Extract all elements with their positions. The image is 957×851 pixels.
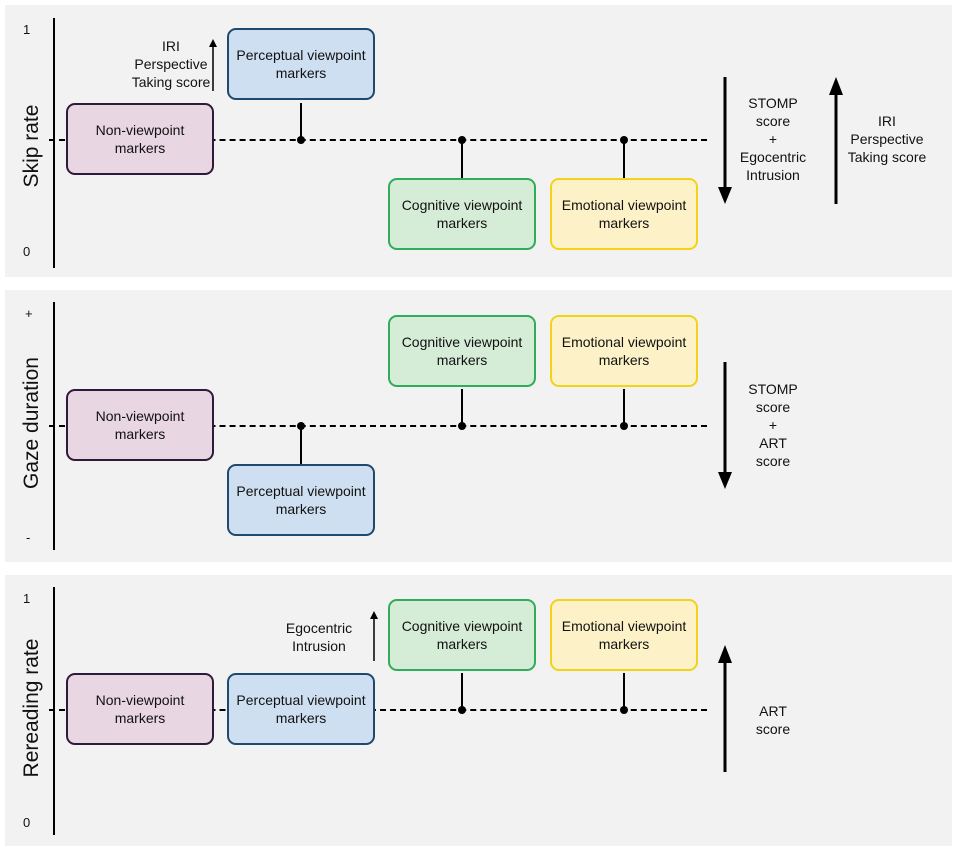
y-axis-label: Gaze duration xyxy=(20,357,43,489)
cognitive-box: Cognitive viewpoint markers xyxy=(388,315,536,387)
perceptual-box: Perceptual viewpoint markers xyxy=(227,464,375,536)
non-viewpoint-box: Non-viewpoint markers xyxy=(66,673,214,745)
cognitive-stem xyxy=(461,140,463,178)
y-tick-bottom: 0 xyxy=(23,244,31,259)
cognitive-dot xyxy=(458,706,466,714)
baseline xyxy=(49,139,707,141)
perceptual-box: Perceptual viewpoint markers xyxy=(227,673,375,745)
skip-rate-panel: Skip rate 1 0 Non-viewpoint markers Perc… xyxy=(5,5,952,277)
cognitive-box: Cognitive viewpoint markers xyxy=(388,599,536,671)
cognitive-dot xyxy=(458,136,466,144)
emotional-stem xyxy=(623,140,625,178)
perceptual-stem xyxy=(300,426,302,464)
right-annotation-1: ART score xyxy=(755,703,791,737)
emotional-stem xyxy=(623,673,625,711)
small-up-arrow-icon xyxy=(370,611,378,661)
down-arrow-icon xyxy=(718,362,732,489)
y-axis xyxy=(53,587,55,835)
y-tick-bottom: 0 xyxy=(23,815,31,830)
small-up-arrow-icon xyxy=(209,39,217,91)
emotional-box: Emotional viewpoint markers xyxy=(550,178,698,250)
y-axis-label: Rereading rate xyxy=(20,638,43,778)
right-annotation-2: IRI Perspective Taking score xyxy=(847,113,927,165)
small-annotation: Egocentric Intrusion xyxy=(285,620,353,654)
emotional-stem xyxy=(623,389,625,427)
emotional-dot xyxy=(620,136,628,144)
cognitive-dot xyxy=(458,422,466,430)
up-arrow-icon xyxy=(718,645,732,772)
right-annotation-1: STOMP score + ART score xyxy=(748,381,798,469)
down-arrow-icon xyxy=(718,77,732,204)
right-annotation-1: STOMP score + Egocentric Intrusion xyxy=(739,95,807,183)
cognitive-stem xyxy=(461,673,463,711)
up-arrow-icon xyxy=(829,77,843,204)
y-axis-label: Skip rate xyxy=(20,104,43,188)
small-annotation: IRI Perspective Taking score xyxy=(131,38,211,90)
emotional-box: Emotional viewpoint markers xyxy=(550,599,698,671)
gaze-duration-panel: Gaze duration + - Non-viewpoint markers … xyxy=(5,290,952,562)
baseline xyxy=(49,709,707,711)
emotional-box: Emotional viewpoint markers xyxy=(550,315,698,387)
y-axis xyxy=(53,18,55,268)
rereading-rate-panel: Rereading rate 1 0 Non-viewpoint markers… xyxy=(5,575,952,846)
cognitive-stem xyxy=(461,389,463,427)
perceptual-box: Perceptual viewpoint markers xyxy=(227,28,375,100)
baseline xyxy=(49,425,707,427)
non-viewpoint-box: Non-viewpoint markers xyxy=(66,389,214,461)
y-tick-top: + xyxy=(25,306,33,321)
emotional-dot xyxy=(620,422,628,430)
y-tick-top: 1 xyxy=(23,591,31,606)
y-tick-bottom: - xyxy=(26,530,31,545)
perceptual-stem xyxy=(300,103,302,141)
non-viewpoint-box: Non-viewpoint markers xyxy=(66,103,214,175)
cognitive-box: Cognitive viewpoint markers xyxy=(388,178,536,250)
y-tick-top: 1 xyxy=(23,22,31,37)
emotional-dot xyxy=(620,706,628,714)
perceptual-dot xyxy=(297,422,305,430)
perceptual-dot xyxy=(297,136,305,144)
